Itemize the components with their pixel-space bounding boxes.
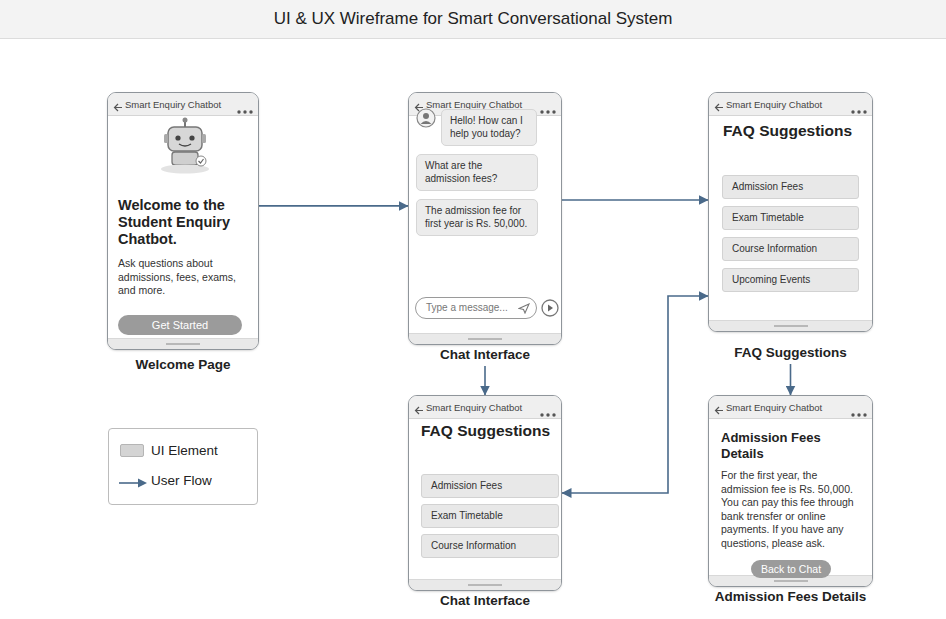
back-arrow-svg xyxy=(713,102,725,113)
menu-dots xyxy=(539,101,557,119)
chat-icon-svg xyxy=(416,108,438,130)
robot-icon-svg xyxy=(154,117,216,175)
back-arrow-svg xyxy=(413,405,425,416)
back-arrow-svg xyxy=(112,102,124,113)
faq-button: Course Information xyxy=(421,534,559,558)
menu-dots-svg xyxy=(850,109,868,115)
legend-arrow xyxy=(118,475,148,493)
header-title: Smart Enquiry Chatbot xyxy=(125,99,221,110)
chat-bubble: Hello! How can I help you today? xyxy=(441,109,537,146)
menu-dots-svg xyxy=(539,109,557,115)
header-bar: Smart Enquiry Chatbot xyxy=(709,396,872,419)
faq-button: Exam Timetable xyxy=(421,504,559,528)
chat-bubble-text: The admission fee for first year is Rs. … xyxy=(425,205,529,230)
back-arrow xyxy=(413,402,425,420)
chat-bubble: The admission fee for first year is Rs. … xyxy=(416,199,538,236)
flow-arrow xyxy=(484,366,486,395)
home-indicator xyxy=(468,338,502,340)
faq-button-text: Course Information xyxy=(431,540,549,552)
flow-arrow xyxy=(562,199,708,201)
action-button-text: Get Started xyxy=(124,318,236,332)
faq-button: Exam Timetable xyxy=(722,206,859,230)
chat-icon xyxy=(416,108,438,134)
screen-heading: FAQ Suggestions xyxy=(421,421,556,440)
screen-heading: Admission Fees Details xyxy=(721,430,866,462)
body-text: Ask questions about admissions, fees, ex… xyxy=(118,257,252,298)
flow-arrow xyxy=(259,205,408,207)
screen-heading: FAQ Suggestions xyxy=(723,121,863,140)
legend-box: UI ElementUser Flow xyxy=(108,428,258,505)
phone-frame: Smart Enquiry ChatbotChat InterfaceHello… xyxy=(408,92,562,345)
action-button-text: Back to Chat xyxy=(757,562,825,576)
menu-dots-svg xyxy=(539,412,557,418)
faq-button-text: Exam Timetable xyxy=(431,510,549,522)
home-indicator xyxy=(468,584,502,586)
screen-caption: Admission Fees Details xyxy=(715,589,867,604)
menu-dots xyxy=(850,404,868,422)
action-button: Back to Chat xyxy=(751,560,831,578)
header-title: Smart Enquiry Chatbot xyxy=(726,402,822,413)
legend-swatch xyxy=(120,444,144,457)
faq-button-text: Upcoming Events xyxy=(732,274,849,286)
chat-bubble: What are the admission fees? xyxy=(416,154,538,191)
faq-button: Upcoming Events xyxy=(722,268,859,292)
screen-caption: Welcome Page xyxy=(135,357,230,372)
phone-frame: Smart Enquiry ChatbotFAQ SuggestionsChat… xyxy=(408,395,562,591)
faq-button-text: Exam Timetable xyxy=(732,212,849,224)
faq-button: Course Information xyxy=(722,237,859,261)
chat-bubble-text: Hello! How can I help you today? xyxy=(450,115,528,140)
send-button-svg xyxy=(541,299,559,317)
faq-button-text: Course Information xyxy=(732,243,849,255)
phone-frame: Smart Enquiry ChatbotWelcome to the Stud… xyxy=(107,92,259,350)
flow-arrow xyxy=(790,364,792,395)
faq-button: Admission Fees xyxy=(421,474,559,498)
diagram-title: UI & UX Wireframe for Smart Conversation… xyxy=(0,0,946,38)
screen-heading: Welcome to the Student Enquiry Chatbot. xyxy=(118,197,252,248)
header-bar: Smart Enquiry Chatbot xyxy=(409,396,561,419)
header-title: Smart Enquiry Chatbot xyxy=(426,402,522,413)
menu-dots xyxy=(850,101,868,119)
message-input: Type a message... xyxy=(415,297,537,319)
header-bar: Smart Enquiry Chatbot xyxy=(108,93,258,116)
flow-arrow xyxy=(562,296,708,493)
back-arrow xyxy=(713,402,725,420)
menu-dots xyxy=(539,404,557,422)
send-icon xyxy=(518,303,530,317)
phone-frame: Smart Enquiry ChatbotAdmission Fees Deta… xyxy=(708,395,873,587)
legend-arrow-svg xyxy=(118,477,148,489)
screen-caption: FAQ Suggestions xyxy=(734,345,847,360)
back-arrow xyxy=(713,99,725,117)
faq-button: Admission Fees xyxy=(722,175,859,199)
faq-button-text: Admission Fees xyxy=(732,181,849,193)
body-text: For the first year, the admission fee is… xyxy=(721,469,866,550)
header-bar: Smart Enquiry Chatbot xyxy=(709,93,872,116)
home-indicator xyxy=(774,325,808,327)
back-arrow xyxy=(112,99,124,117)
phone-frame: Smart Enquiry ChatbotFAQ SuggestionsFAQ … xyxy=(708,92,873,332)
message-input-text: Type a message... xyxy=(426,302,512,314)
home-indicator xyxy=(774,580,808,582)
bottom-bar xyxy=(409,579,561,590)
screen-caption: Chat Interface xyxy=(440,347,530,362)
send-icon-svg xyxy=(518,303,530,314)
home-indicator xyxy=(166,343,200,345)
bottom-bar xyxy=(409,333,561,344)
action-button: Get Started xyxy=(118,315,242,335)
legend-text: UI Element xyxy=(151,443,218,458)
back-arrow-svg xyxy=(713,405,725,416)
send-button xyxy=(541,299,559,321)
chat-bubble-text: What are the admission fees? xyxy=(425,160,529,185)
robot-icon xyxy=(154,117,216,179)
screen-caption: Chat Interface xyxy=(440,593,530,608)
title-band: UI & UX Wireframe for Smart Conversation… xyxy=(0,0,946,39)
menu-dots-svg xyxy=(236,109,254,115)
header-title: Smart Enquiry Chatbot xyxy=(726,99,822,110)
menu-dots xyxy=(236,101,254,119)
bottom-bar xyxy=(108,338,258,349)
bottom-bar xyxy=(709,320,872,331)
legend-text: User Flow xyxy=(151,473,212,488)
faq-button-text: Admission Fees xyxy=(431,480,549,492)
menu-dots-svg xyxy=(850,412,868,418)
